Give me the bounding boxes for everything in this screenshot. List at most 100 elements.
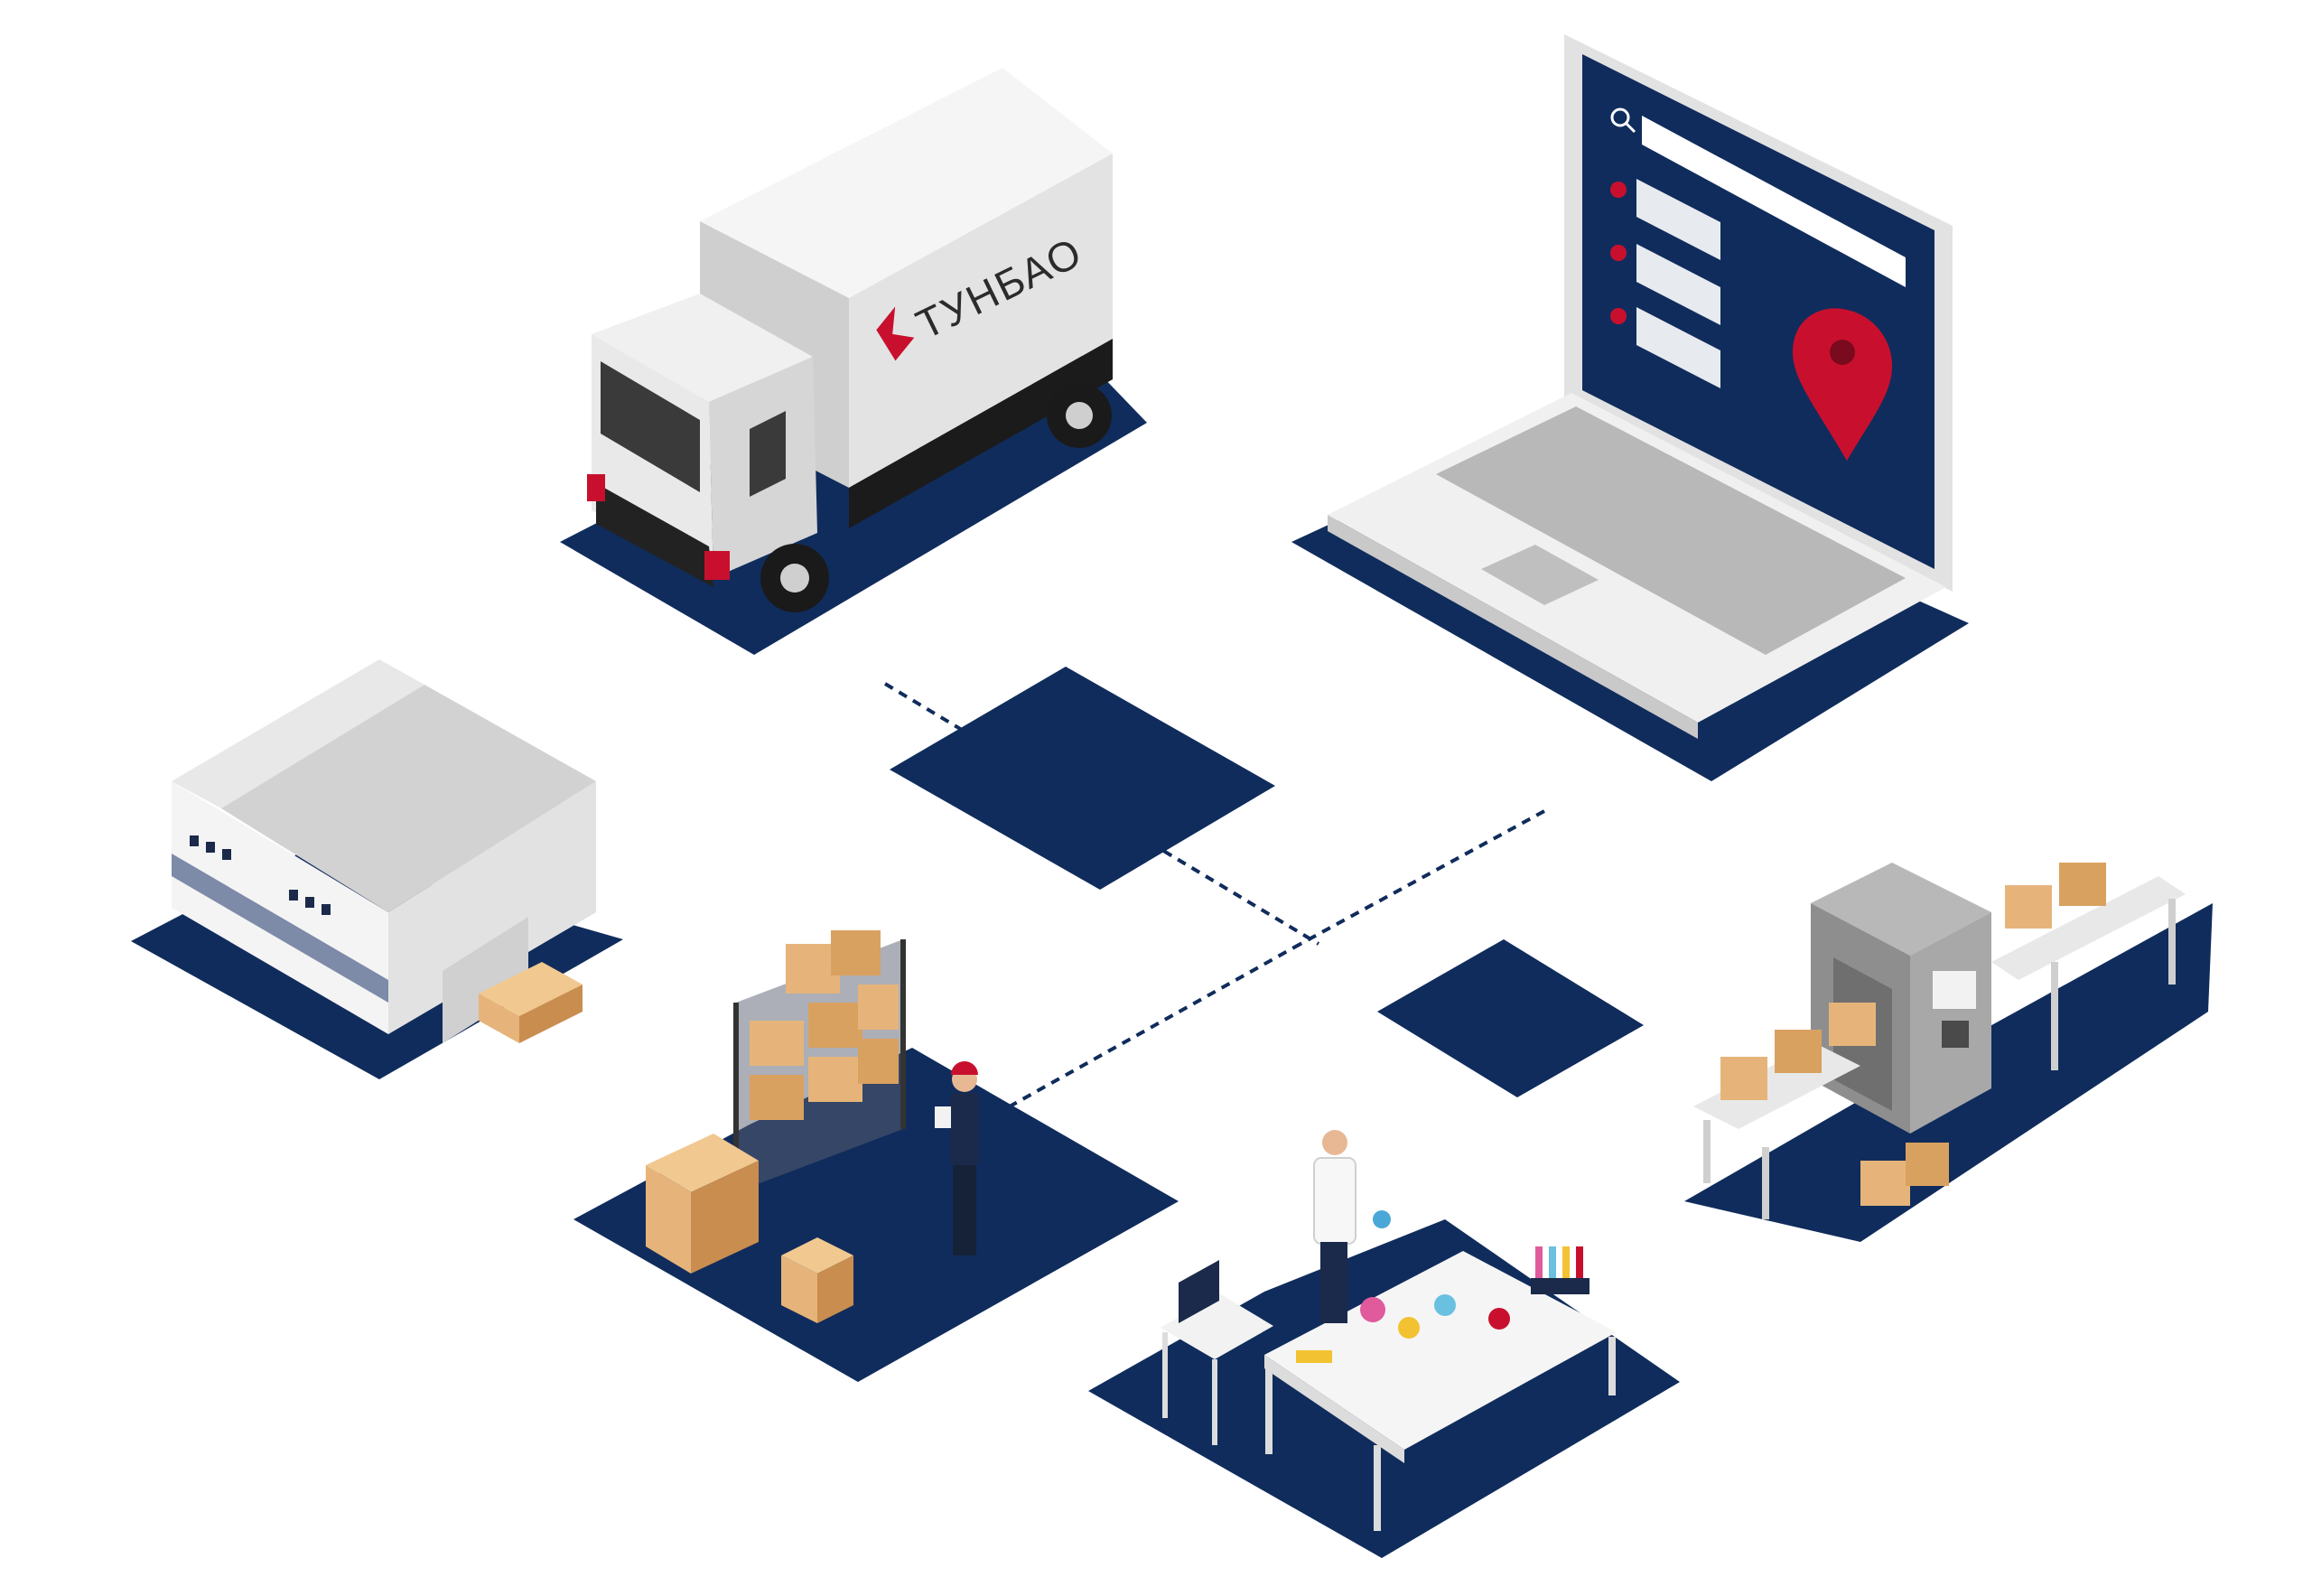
truck-wheel-front-hub	[780, 564, 809, 593]
scientist-legs	[1320, 1242, 1347, 1323]
list-item-lines	[1636, 244, 1720, 325]
box	[519, 985, 583, 1043]
warehouse-windows	[190, 835, 331, 915]
storage-shadow-tile	[573, 1048, 1179, 1382]
lab-equipment	[1296, 1246, 1590, 1363]
test-tube	[1562, 1246, 1570, 1284]
flask	[1434, 1294, 1456, 1316]
box	[1829, 1003, 1876, 1046]
list-pin-icon	[1610, 245, 1627, 261]
warehouse-door	[443, 917, 528, 1043]
warehouse-window	[322, 904, 331, 915]
list-item	[1610, 179, 1720, 260]
location-pin-icon	[1793, 308, 1892, 461]
laptop-search-bar	[1642, 116, 1906, 287]
box	[808, 1003, 862, 1048]
truck-wheel-rear-hub	[1066, 402, 1093, 429]
scanner-keypad	[1942, 1021, 1969, 1048]
warehouse-roof-main	[221, 685, 596, 912]
lab-scientist	[1313, 1130, 1391, 1323]
lab-notepad	[1296, 1350, 1332, 1363]
lab-small-desk-top	[1161, 1293, 1273, 1359]
truck-cargo-side	[849, 154, 1113, 488]
test-tube	[1535, 1246, 1543, 1284]
location-pin-shape	[1793, 308, 1892, 461]
truck-headlight-right	[704, 551, 730, 580]
box	[781, 1255, 817, 1323]
worker-body	[950, 1093, 979, 1165]
box	[646, 1165, 691, 1274]
truck-chassis	[849, 339, 1113, 528]
search-icon	[1610, 107, 1636, 134]
worker-legs	[953, 1165, 976, 1255]
box	[646, 1134, 759, 1192]
list-pin-icon	[1610, 308, 1627, 324]
laptop-keyboard	[1436, 406, 1906, 655]
box	[808, 1057, 862, 1102]
box	[479, 994, 519, 1043]
box	[2059, 863, 2106, 906]
right-tile	[1377, 939, 1644, 1097]
box	[1860, 1161, 1910, 1206]
warehouse-boxes	[479, 962, 583, 1043]
truck-cargo-top	[700, 68, 1113, 298]
scanner-top	[1811, 863, 1991, 956]
warehouse-roof-left	[172, 659, 424, 808]
center-tile	[890, 667, 1275, 890]
search-icon-handle	[1625, 122, 1636, 134]
conveyor-facility	[1684, 863, 2213, 1242]
lab-table-top	[1264, 1251, 1617, 1450]
scientist-coat	[1313, 1157, 1356, 1245]
warehouse-window	[289, 890, 298, 901]
truck-headlight-left	[587, 474, 605, 501]
test-tube	[1549, 1246, 1556, 1284]
test-tube-rack	[1531, 1278, 1590, 1294]
flask	[1360, 1297, 1385, 1322]
truck-cab-top	[592, 294, 813, 402]
shelf-boxes	[750, 930, 899, 1120]
laboratory	[1088, 1130, 1680, 1558]
brand-mark-icon	[876, 306, 915, 361]
list-item	[1610, 307, 1720, 388]
warehouse-window	[305, 897, 314, 908]
box	[479, 962, 583, 1016]
truck-grille	[596, 483, 713, 587]
scientist-flask	[1373, 1210, 1391, 1228]
warehouse-side-wall	[388, 781, 596, 1034]
scientist-head	[1322, 1130, 1347, 1155]
box	[858, 985, 899, 1030]
box	[1775, 1030, 1822, 1073]
storage-area	[573, 930, 1179, 1382]
worker-helmet	[951, 1061, 978, 1075]
location-pin-hole	[1830, 340, 1855, 365]
box	[2005, 885, 2052, 929]
box	[831, 930, 881, 975]
floor-boxes	[646, 1134, 853, 1323]
truck-side-window	[750, 411, 786, 497]
list-item-lines	[1636, 307, 1720, 388]
warehouse-window	[222, 849, 231, 860]
warehouse-window	[190, 835, 199, 846]
laptop-base-front	[1328, 515, 1698, 739]
list-pin-icon	[1610, 182, 1627, 198]
conveyor-boxes	[1720, 863, 2106, 1206]
laptop	[1291, 34, 1969, 781]
test-tube	[1576, 1246, 1583, 1284]
list-item-lines	[1636, 179, 1720, 260]
warehouse-window	[206, 842, 215, 853]
list-item	[1610, 244, 1720, 325]
connector-factory-to-center	[1300, 809, 1545, 946]
warehouse-stripe	[172, 854, 388, 1003]
conveyor-belt-right	[1991, 876, 2186, 980]
truck-windshield	[601, 361, 700, 492]
box	[817, 1255, 853, 1323]
worker-clipboard	[935, 1106, 951, 1128]
flask	[1488, 1308, 1510, 1330]
box	[1906, 1143, 1949, 1186]
box	[691, 1161, 759, 1274]
search-icon-lens	[1610, 107, 1630, 127]
result-list	[1610, 179, 1720, 388]
warehouse-building	[131, 659, 623, 1079]
connector-center-to-storage	[993, 942, 1301, 1117]
